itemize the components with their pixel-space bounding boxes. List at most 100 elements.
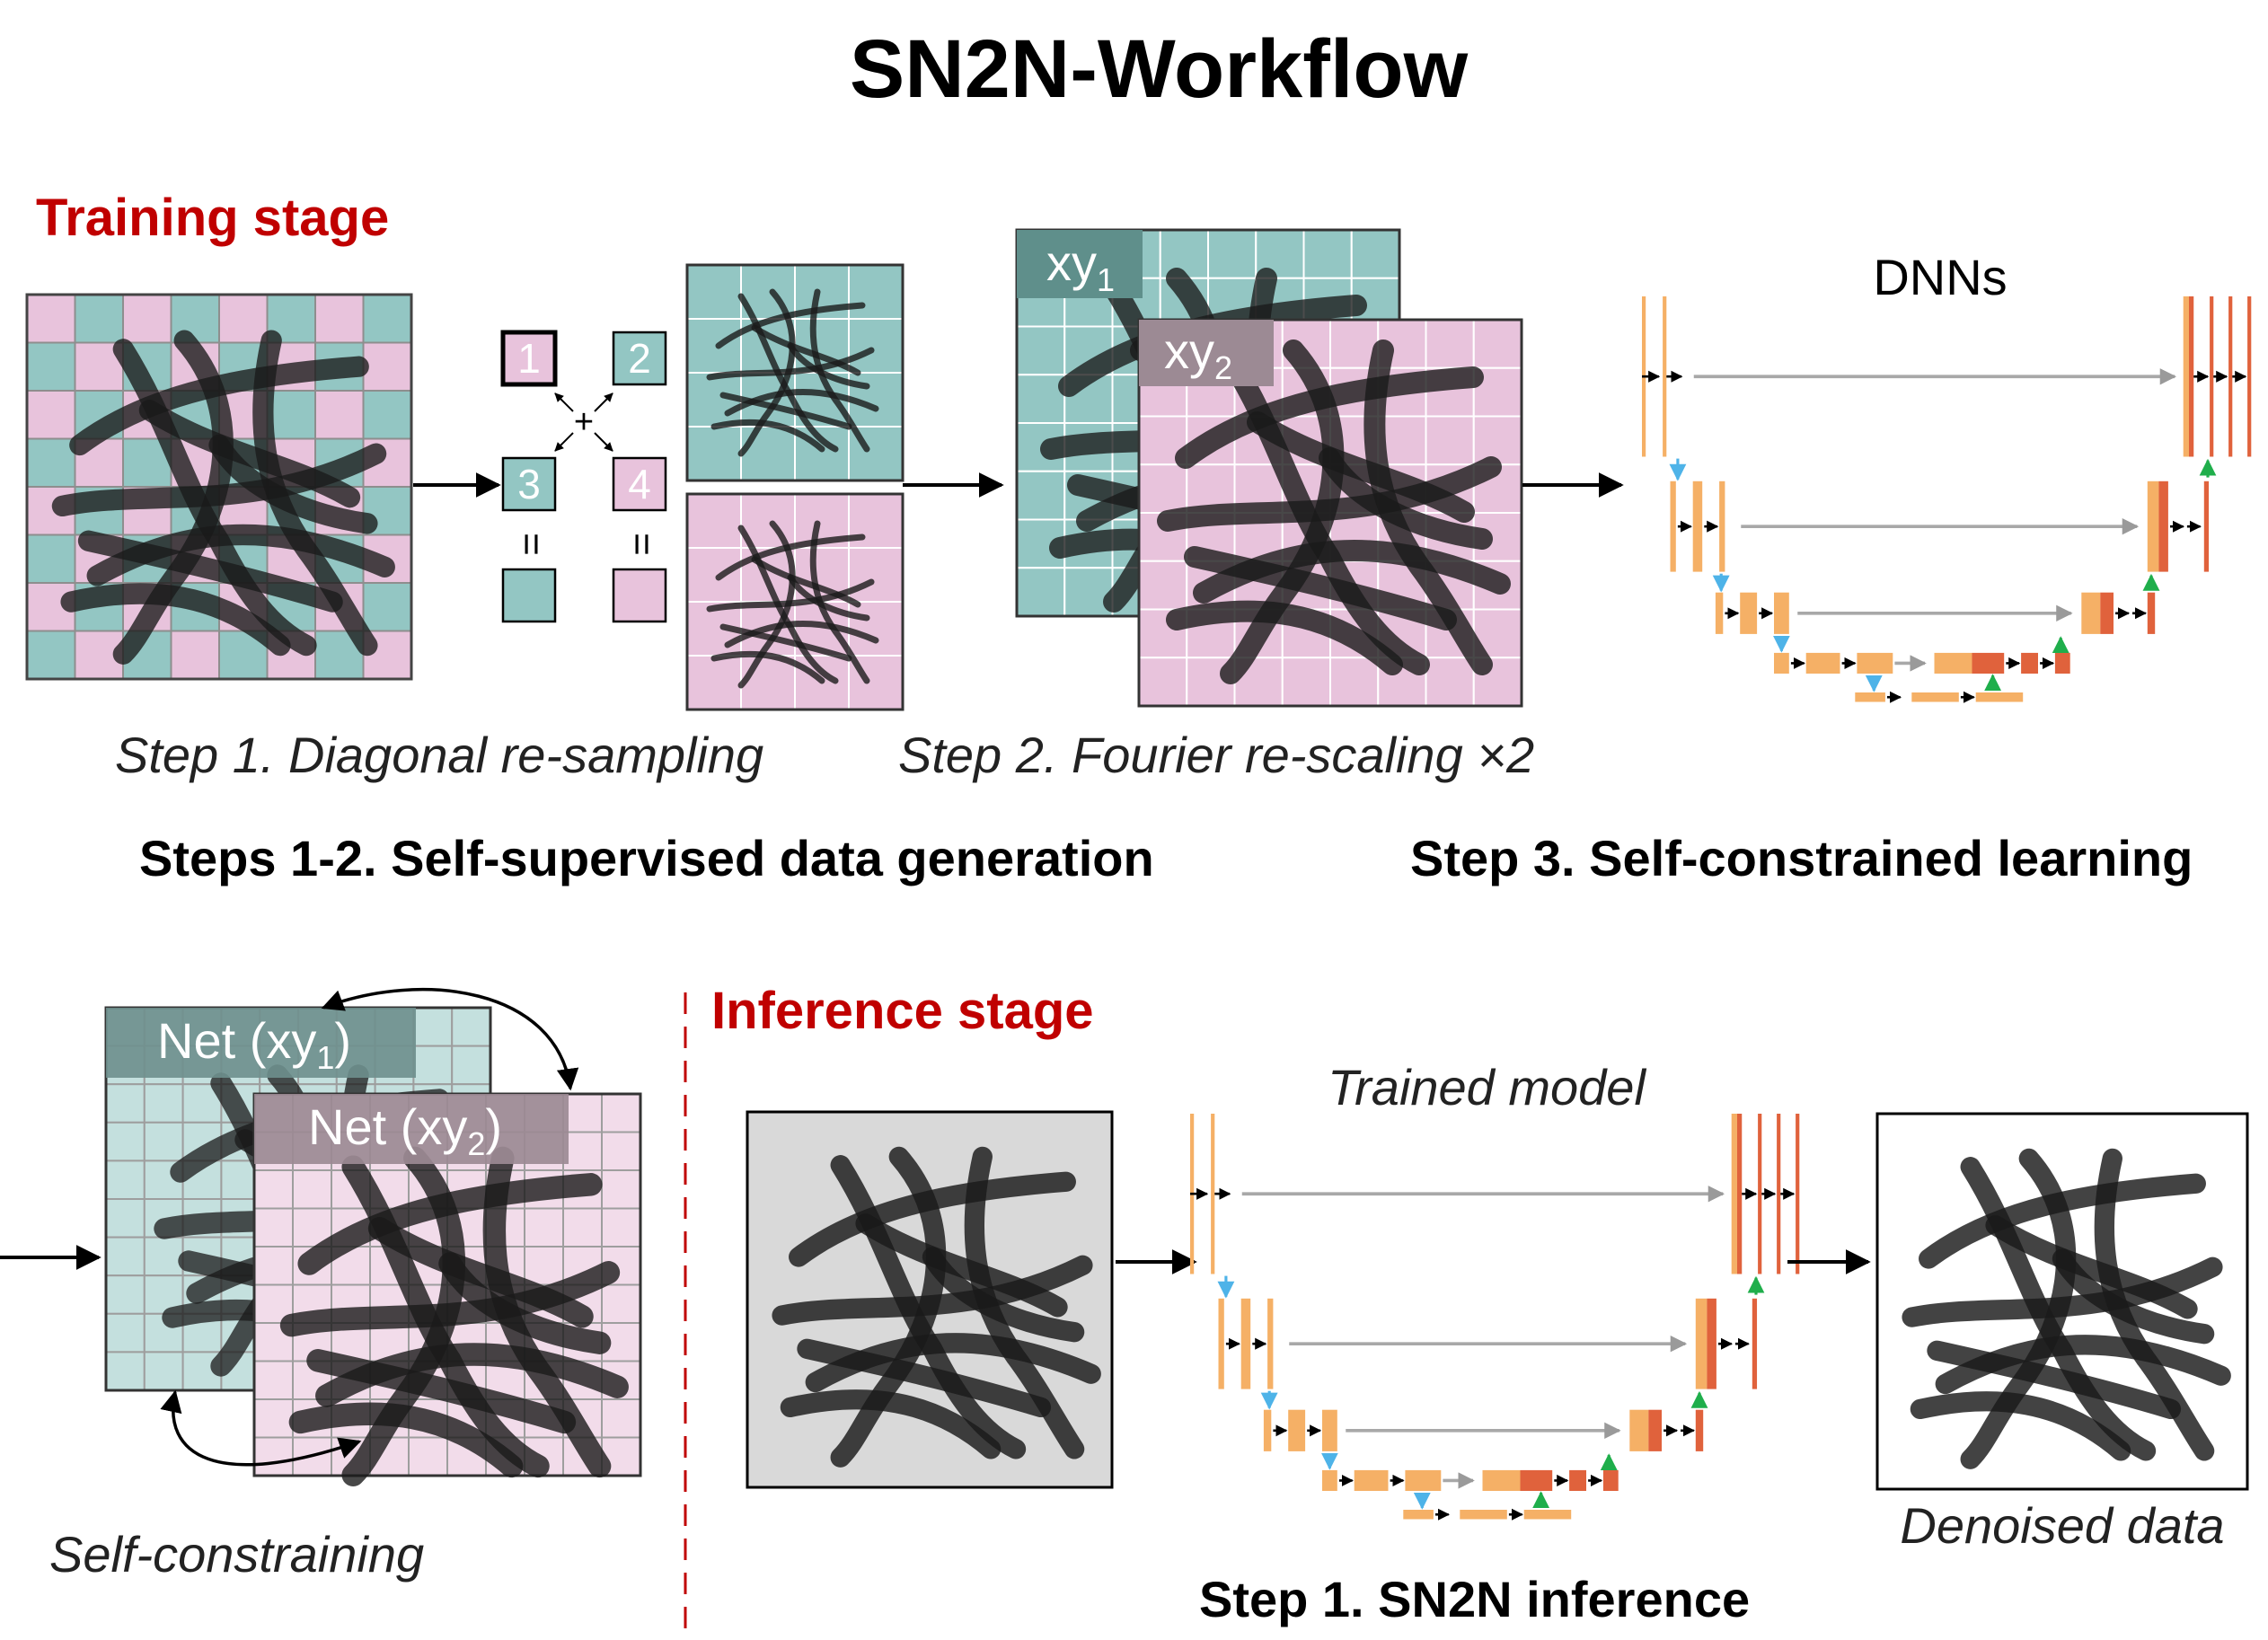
pink-cell (848, 601, 904, 657)
xy2-cell (1472, 319, 1522, 369)
xy2-cell (1329, 319, 1380, 369)
denoised-data-label: Denoised data (1900, 1497, 2224, 1554)
xy1-cell (1302, 229, 1353, 279)
xy2-cell (1472, 415, 1522, 466)
net-xy2-cell (292, 1169, 332, 1210)
subsampled-pink-image (685, 492, 905, 711)
checker-cell (266, 390, 316, 440)
xy2-cell (1138, 463, 1188, 514)
self-constraining-caption: Self-constraining (49, 1526, 424, 1583)
net-xy1-cell (143, 1236, 184, 1277)
denoised-output-image (1875, 1112, 2249, 1491)
net-xy2-cell (601, 1169, 641, 1210)
net-xy2-cell (253, 1436, 294, 1477)
step3-heading: Step 3. Self-constrained learning (1410, 830, 2193, 886)
net-xy2-cell (408, 1436, 448, 1477)
checker-cell (218, 294, 269, 344)
step1-caption: Step 1. Diagonal re-sampling (115, 727, 763, 783)
subsampled-teal-image (685, 263, 905, 482)
checker-cell (314, 294, 365, 344)
net-xy2-cell (253, 1169, 294, 1210)
xy1-cell (1016, 374, 1066, 424)
subimage-box-1 (500, 330, 558, 387)
pink-cell (686, 655, 742, 710)
inference-step1-heading: Step 1. SN2N inference (1199, 1571, 1750, 1627)
svg-text:1: 1 (517, 335, 541, 382)
pink-cell (686, 547, 742, 603)
net-xy2-cell (562, 1131, 603, 1171)
net-xy1-cell (412, 1007, 454, 1047)
checker-cell (362, 341, 412, 392)
net-xy2-image: Net (xy2) (252, 1092, 642, 1477)
constraint-arrow-top (321, 988, 579, 1091)
subsample-selector: 1 2 3 4 + = = (500, 330, 667, 623)
net-xy2-tag (254, 1094, 569, 1164)
xy2-cell (1138, 657, 1188, 707)
xy2-cell (1425, 415, 1475, 466)
xy2-cell (1233, 657, 1284, 707)
step2-caption: Step 2. Fourier re-scaling ×2 (898, 727, 1534, 783)
dnn-label: DNNs (1873, 249, 2007, 305)
checker-cell (314, 390, 365, 440)
xy1-cell (1207, 229, 1258, 279)
xy2-label: xy2 (1164, 322, 1232, 386)
pink-cell (848, 547, 904, 603)
plus-sign: + (574, 403, 594, 441)
checker-cell (26, 437, 76, 488)
net-xy2-cell (524, 1207, 564, 1248)
xy2-cell (1281, 657, 1331, 707)
constraint-arrow-bottom (160, 1389, 362, 1467)
xy1-label-tag (1017, 230, 1143, 298)
inference-stage-label: Inference stage (711, 982, 1094, 1040)
net-xy1-cell (181, 1083, 223, 1124)
checker-cell (362, 390, 412, 440)
teal-cell (686, 426, 742, 481)
net-xy2-cell (562, 1093, 603, 1133)
net-xy1-cell (412, 1045, 454, 1086)
checker-cell (26, 341, 76, 392)
svg-text:3: 3 (517, 461, 541, 507)
net-xy2-cell (253, 1207, 294, 1248)
net-xy1-cell (143, 1121, 184, 1162)
steps12-heading: Steps 1-2. Self-supervised data generati… (139, 830, 1154, 886)
checker-cell (26, 294, 76, 344)
xy1-cell (1350, 229, 1400, 279)
teal-cell (740, 426, 796, 481)
net-xy1-cell (105, 1274, 146, 1315)
page-title: SN2N-Workflow (850, 23, 1469, 115)
net-xy2-cell (524, 1246, 564, 1286)
net-xy1-cell (105, 1236, 146, 1277)
net-xy2-cell (601, 1093, 641, 1133)
net-xy2-cell (253, 1246, 294, 1286)
checker-cell (122, 294, 172, 344)
xy2-cell (1425, 657, 1475, 707)
pink-cell (740, 655, 796, 710)
net-xy1-cell (451, 1007, 492, 1047)
net-xy2-cell (601, 1131, 641, 1171)
checker-cell (26, 533, 76, 584)
equals-left: = (509, 533, 553, 556)
net-xy2-cell (601, 1283, 641, 1324)
teal-cell (848, 318, 904, 374)
raw-input-checkerboard (25, 293, 413, 681)
svg-text:4: 4 (628, 461, 651, 507)
net-xy1-cell (105, 1351, 146, 1392)
trained-model-label: Trained model (1328, 1059, 1646, 1115)
pink-cell (686, 493, 742, 549)
xy2-cell (1138, 560, 1188, 611)
pink-cell-border (685, 492, 905, 711)
net-xy1-cell (105, 1198, 146, 1239)
xy1-cell (1063, 567, 1114, 617)
subimage-box-2 (612, 331, 667, 386)
xy1-cell (1016, 325, 1066, 376)
net-xy1-cell (451, 1045, 492, 1086)
xy2-cell-border (1137, 318, 1523, 708)
noisy-input-image (746, 1110, 1114, 1489)
checker-cell (362, 294, 412, 344)
teal-cell (686, 264, 742, 320)
xy2-cell (1329, 657, 1380, 707)
training-stage-label: Training stage (36, 189, 389, 247)
net-xy2-cell (253, 1398, 294, 1439)
checker-cell (74, 294, 124, 344)
svg-text:2: 2 (628, 335, 651, 382)
